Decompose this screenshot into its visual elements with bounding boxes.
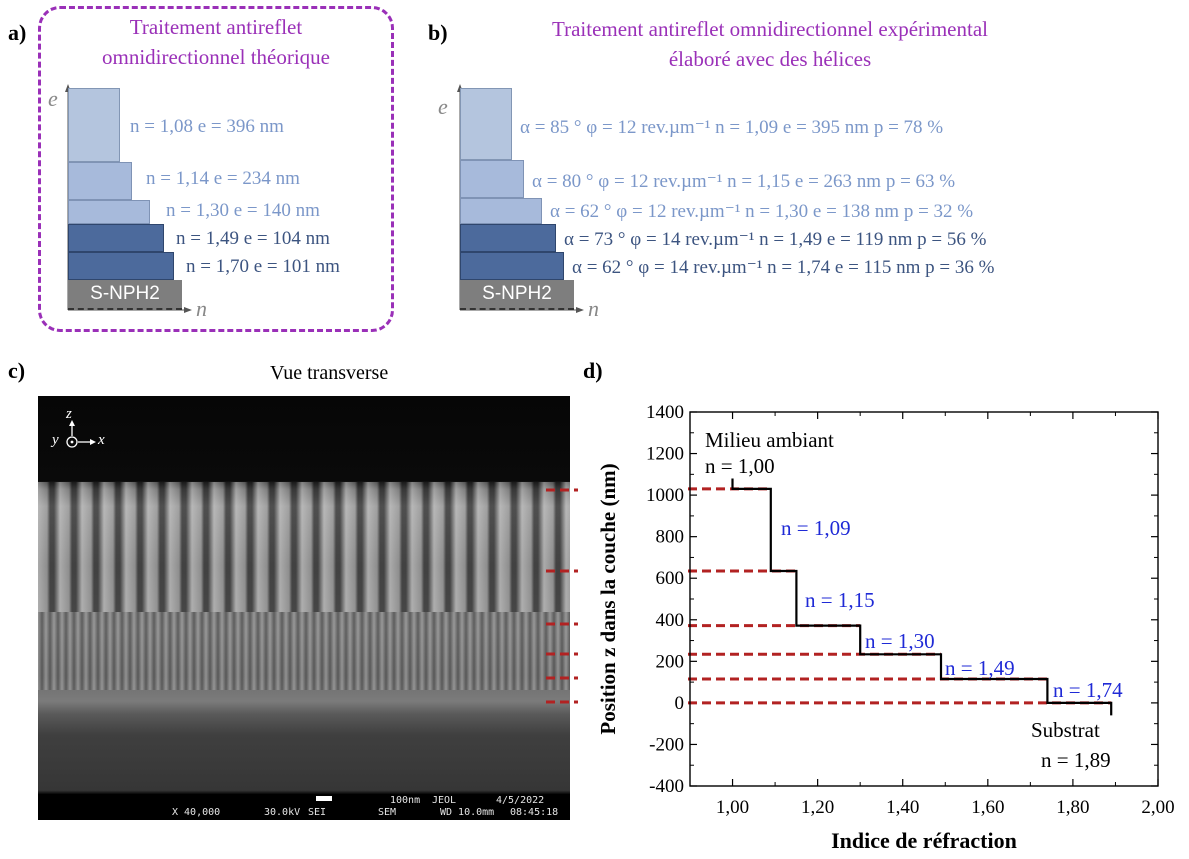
substrate-n: n = 1,89 [1041, 748, 1111, 772]
y-tick-label: 1000 [646, 485, 684, 506]
panel-d-label: d) [583, 358, 603, 383]
panel-c-label: c) [8, 358, 26, 383]
y-tick-label: 1200 [646, 444, 684, 465]
panel-a-layer-3-text: n = 1,30 e = 140 nm [166, 200, 320, 221]
x-tick-label: 1,60 [971, 797, 1004, 818]
sem-voltage: 30.0kV [264, 807, 301, 818]
layer-label-2: n = 1,15 [805, 588, 875, 612]
y-tick-label: 0 [675, 693, 685, 714]
layer-label-4: n = 1,49 [945, 656, 1015, 680]
sem-image: z y x X 40,000 30.0kV SEI SEM 100nm JEOL… [38, 396, 570, 820]
panel-b-layer-4-bar [460, 224, 556, 252]
panel-b-axis-n: n [588, 296, 599, 321]
sem-mode: SEM [378, 807, 397, 818]
panel-a-layer-1-bar [68, 88, 120, 162]
panel-a-layer-4-bar [68, 224, 164, 252]
panel-a-layer-3-bar [68, 200, 150, 224]
layer-label-5: n = 1,74 [1053, 678, 1123, 702]
y-tick-label: 600 [656, 568, 685, 589]
sem-info-bar: X 40,000 30.0kV SEI SEM 100nm JEOL 4/5/2… [38, 794, 570, 820]
panel-a-title-line2: omnidirectionnel théorique [101, 45, 331, 69]
x-tick-label: 2,00 [1141, 797, 1174, 818]
panel-a-layer-4-text: n = 1,49 e = 104 nm [176, 228, 330, 249]
panel-a-layer-1-text: n = 1,08 e = 396 nm [130, 116, 284, 137]
sem-boundary-markers [546, 488, 578, 704]
panel-a-layer-5-bar [68, 252, 174, 280]
panel-c-title: Vue transverse [270, 362, 389, 384]
chart-x-axis-label: Indice de réfraction [831, 828, 1017, 853]
panel-b-layer-1-text: α = 85 ° φ = 12 rev.µm⁻¹ n = 1,09 e = 39… [520, 117, 944, 138]
panel-b-layer-5-bar [460, 252, 564, 280]
x-tick-label: 1,40 [886, 797, 919, 818]
y-tick-label: 1400 [646, 402, 684, 423]
sem-scale-bar [316, 796, 332, 801]
panel-b-layer-2-bar [460, 160, 524, 198]
sem-date: 4/5/2022 [496, 795, 545, 806]
panel-b-layer-4-text: α = 73 ° φ = 14 rev.µm⁻¹ n = 1,49 e = 11… [564, 229, 987, 250]
panel-a-layer-2-text: n = 1,14 e = 234 nm [146, 168, 300, 189]
panel-a-title-line1: Traitement antireflet [129, 15, 303, 39]
panel-a-axis-n: n [196, 296, 207, 321]
y-tick-label: -400 [649, 776, 684, 797]
panel-b-layer-5-text: α = 62 ° φ = 14 rev.µm⁻¹ n = 1,74 e = 11… [572, 257, 995, 278]
y-tick-label: 400 [656, 610, 685, 631]
x-tick-label: 1,00 [716, 797, 749, 818]
panel-a-layer-5-text: n = 1,70 e = 101 nm [186, 256, 340, 277]
y-tick-label: -200 [649, 734, 684, 755]
x-tick-label: 1,20 [801, 797, 834, 818]
panel-b-title-line1: Traitement antireflet omnidirectionnel e… [552, 17, 988, 41]
panel-b-layer-1-bar [460, 88, 512, 160]
chart-plot-frame [689, 411, 1159, 787]
substrate-title: Substrat [1031, 718, 1100, 742]
panel-b-layer-3-bar [460, 198, 542, 224]
panel-b-label: b) [428, 20, 448, 45]
chart-y-axis-label: Position z dans la couche (nm) [596, 463, 620, 734]
sem-axis-y: y [52, 432, 59, 448]
sem-axis-arrows [66, 420, 96, 448]
sem-helix-columns [38, 482, 570, 612]
sem-axis-x: x [98, 432, 105, 448]
panel-b-title-line2: élaboré avec des hélices [668, 47, 872, 71]
ambient-title: Milieu ambiant [705, 428, 834, 452]
index-profile-line [731, 478, 1113, 716]
panel-b-layer-2-text: α = 80 ° φ = 12 rev.µm⁻¹ n = 1,15 e = 26… [532, 171, 956, 192]
sem-magnification: X 40,000 [172, 807, 221, 818]
sem-axis-z: z [66, 406, 72, 422]
panel-a-layer-2-bar [68, 162, 132, 200]
panel-a-title: Traitement antireflet omnidirectionnel t… [40, 12, 392, 72]
sem-wd: WD 10.0mm [440, 807, 495, 818]
y-tick-label: 200 [656, 651, 685, 672]
panel-a-label: a) [8, 20, 27, 45]
panel-b-axis-e: e [438, 94, 448, 119]
x-tick-label: 1,80 [1056, 797, 1089, 818]
layer-label-3: n = 1,30 [865, 629, 935, 653]
panel-b-substrate: S-NPH2 [460, 280, 574, 310]
panel-a-dashed-frame [38, 6, 394, 332]
ambient-n: n = 1,00 [705, 454, 775, 478]
sem-lower-layers [38, 612, 570, 690]
refractive-index-chart: 1,00 1,20 1,40 1,60 1,80 2,00 -400 -200 0 200 400 6… [596, 402, 1175, 853]
sem-scale-text: 100nm [390, 795, 421, 806]
panel-b-layer-3-text: α = 62 ° φ = 12 rev.µm⁻¹ n = 1,30 e = 13… [550, 201, 974, 222]
y-tick-label: 800 [656, 527, 685, 548]
sem-brand: JEOL [432, 795, 457, 806]
sem-time: 08:45:18 [510, 807, 559, 818]
layer-label-1: n = 1,09 [781, 516, 851, 540]
panel-a-substrate: S-NPH2 [68, 280, 182, 310]
sem-detector: SEI [308, 807, 327, 818]
panel-a-axis-e: e [48, 86, 58, 111]
panel-b-title: Traitement antireflet omnidirectionnel e… [470, 14, 1070, 74]
